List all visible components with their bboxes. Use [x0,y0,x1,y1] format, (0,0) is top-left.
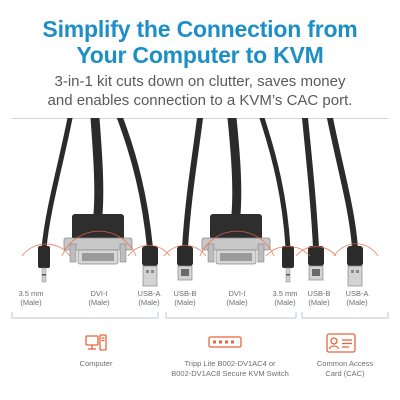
kvm-switch-icon [208,336,242,348]
right-dvi-cable [227,118,242,219]
device-label-cac: Common Access Card (CAC) [316,359,374,378]
callout-arc-5 [199,230,275,257]
headline: Simplify the Connection from Your Comput… [0,16,400,68]
subheadline: 3-in-1 kit cuts down on clutter, saves m… [0,72,400,110]
connector-label-3: USB-A(Male) [137,289,161,307]
computer-bracket [11,312,159,319]
right-audio-cable [259,118,291,251]
headline-line-2: Your Computer to KVM [76,42,324,68]
connector-label-1: 3.5 mm(Male) [18,289,44,307]
subheadline-line-2: and enables connection to a KVM’s CAC po… [47,92,353,109]
callout-arc-8 [333,243,379,257]
connector-label-2: DVI-I(Male) [88,289,110,307]
callout-arc-3 [127,244,171,257]
connector-label-6: 3.5 mm(Male) [272,289,298,307]
connector-label-8: USB-A(Male) [345,289,369,307]
device-label-computer: Computer [79,359,113,368]
left-dvi-cable [90,118,104,219]
callout-arc-6 [265,246,311,257]
callout-arc-2 [61,230,137,257]
cable-illustration [21,118,379,287]
right-usb-b-cable [182,118,203,251]
cac-bracket [301,312,389,319]
connector-label-4: USB-B(Male) [173,289,197,307]
left-usb-a-cable [117,118,153,251]
computer-icon [85,334,107,351]
dvi-plug-left [63,214,133,265]
callout-arc-7 [295,246,337,257]
headline-line-1: Simplify the Connection from [42,16,358,42]
subheadline-line-1: 3-in-1 kit cuts down on clutter, saves m… [54,73,346,90]
usb-a-plug-cac [347,246,363,287]
left-audio-cable [41,118,73,251]
device-label-kvm-switch: Tripp Lite B002-DV1AC4 or B002-DV1AC8 Se… [171,359,289,378]
callout-arc-1 [21,243,71,257]
audio-plug-left [38,246,50,283]
cac-card-icon [326,333,356,353]
audio-plug-right [282,246,294,283]
cac-usb-a-cable [327,118,358,251]
connector-label-5: DVI-I(Male) [226,289,248,307]
cac-usb-b-cable [302,118,319,251]
usb-b-plug-kvm [177,246,193,281]
grouping-brackets [11,312,389,319]
usb-b-plug-cac [308,246,324,281]
usb-a-plug-left [142,246,158,287]
dvi-plug-right [201,214,271,265]
kvm-bracket [165,312,297,319]
connector-label-7: USB-B(Male) [307,289,331,307]
